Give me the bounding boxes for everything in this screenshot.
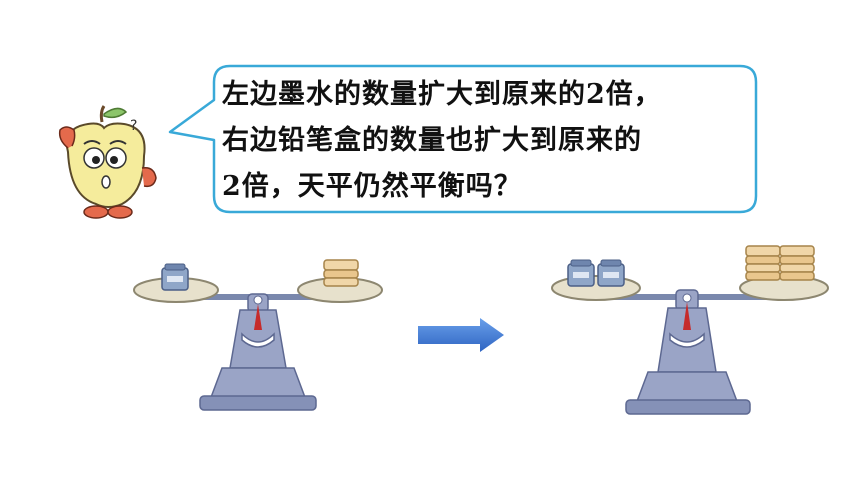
pencil-box-icon [323, 259, 359, 287]
apple-character-icon: ? [58, 105, 157, 219]
pencil-box-icon [779, 245, 815, 281]
question-text: 左边墨水的数量扩大到原来的2倍， 右边铅笔盒的数量也扩大到原来的 2倍，天平仍然… [222, 72, 742, 210]
pencil-box-icon [745, 245, 781, 281]
right-arrow-icon [418, 318, 504, 352]
question-line-2: 右边铅笔盒的数量也扩大到原来的 [222, 125, 642, 156]
ink-bottle-icon [597, 259, 625, 287]
left-balance-scale [133, 259, 383, 411]
question-line-3: 2倍，天平仍然平衡吗？ [222, 171, 522, 202]
svg-text:?: ? [130, 118, 137, 134]
ink-bottle-icon [567, 259, 595, 287]
right-balance-scale [551, 245, 829, 415]
ink-bottle-icon [161, 263, 189, 291]
left-pan [551, 275, 641, 301]
question-line-1: 左边墨水的数量扩大到原来的2倍， [222, 79, 662, 110]
